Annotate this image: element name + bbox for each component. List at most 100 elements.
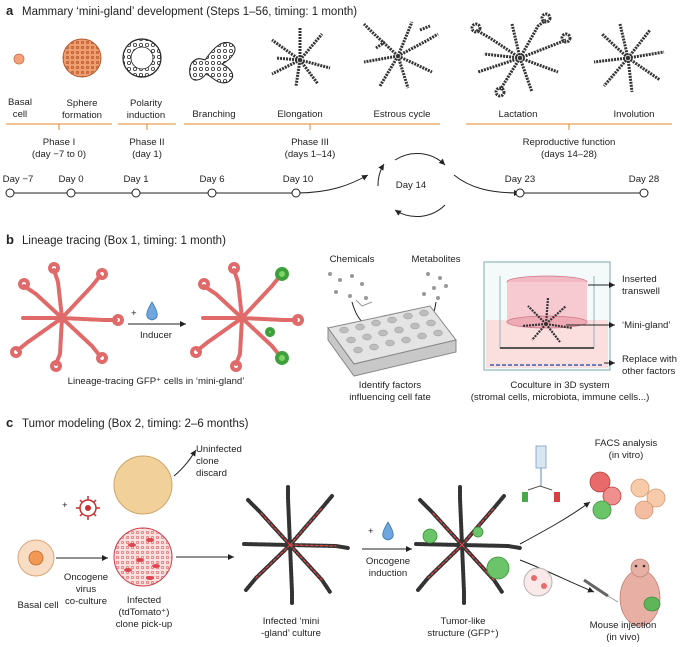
infected-clone-image (113, 527, 173, 587)
involution-image (593, 23, 665, 93)
uninfected-clone-image (113, 455, 173, 515)
phase-label: Phase I (43, 137, 76, 148)
day-label: Day 10 (283, 174, 313, 185)
syringe-icon (583, 578, 619, 603)
phase-label: (day 1) (132, 149, 162, 160)
caption-identify: influencing cell fate (349, 392, 431, 403)
phase-label: Reproductive function (523, 137, 616, 148)
oncogene-virus-label: Oncogene (64, 572, 108, 583)
basal-cell-image (13, 53, 25, 65)
caption-identify: Identify factors (359, 380, 422, 391)
phase-label: (day −7 to 0) (32, 149, 86, 160)
oncogene-induction-label: Oncogene (366, 556, 410, 567)
inserted-label: transwell (622, 286, 660, 297)
panel-a-letter: a (6, 3, 14, 18)
inserted-label: Inserted (622, 274, 657, 285)
stage-label: Lactation (499, 109, 538, 120)
day-label: Day 28 (629, 174, 659, 185)
plus-sign: + (368, 526, 374, 537)
infected-label: Infected (127, 595, 161, 606)
arrow (519, 501, 591, 545)
day-label: Day 1 (123, 174, 148, 185)
polarity-image (122, 38, 162, 78)
well-plate-image (327, 305, 457, 377)
phase-brackets (6, 123, 672, 130)
panel-c-title: Tumor modeling (Box 2, timing: 2–6 month… (22, 418, 249, 430)
mini-gland-label: ‘Mini-gland’ (622, 320, 671, 331)
stage-label: Involution (613, 109, 654, 120)
mouse-label: (in vivo) (606, 632, 640, 643)
stage-label: formation (62, 110, 102, 121)
branching-image (189, 42, 236, 84)
stage-label: Polarity (130, 98, 162, 109)
timeline (10, 152, 644, 218)
arrow (519, 559, 595, 593)
phase-label: Phase III (291, 137, 329, 148)
chemicals-icon (328, 272, 373, 307)
mouse-label: Mouse injection (590, 620, 657, 631)
caption-coculture: (stromal cells, microbiota, immune cells… (471, 392, 650, 403)
oncogene-virus-label: co-culture (65, 596, 107, 607)
sorted-cells-image (589, 471, 666, 520)
oncogene-induction-label: induction (369, 568, 407, 579)
stage-label: Sphere (67, 98, 98, 109)
mini-gland-image-gfp (190, 262, 304, 372)
cell-dish-icon (523, 567, 553, 597)
water-drop-icon (146, 301, 158, 321)
oncogene-virus-label: virus (76, 584, 96, 595)
culture-label: Infected ‘mini (263, 616, 320, 627)
caption-lineage: Lineage-tracing GFP⁺ cells in ‘mini-glan… (68, 376, 245, 387)
plus-sign: + (62, 500, 68, 511)
mini-gland-image-left (10, 262, 124, 372)
facs-label: FACS analysis (595, 438, 658, 449)
sphere-image (62, 38, 102, 78)
replace-label: Replace with (622, 354, 677, 365)
metabolites-icon (422, 272, 448, 300)
panel-b-title: Lineage tracing (Box 1, timing: 1 month) (22, 235, 226, 247)
timeline-nodes (5, 188, 649, 198)
facs-instrument-icon (522, 445, 560, 502)
facs-label: (in vitro) (609, 450, 644, 461)
chemicals-label: Chemicals (330, 254, 375, 265)
panel-a-title: Mammary ‘mini-gland’ development (Steps … (22, 6, 357, 18)
estrous-image (362, 21, 439, 89)
day-label: Day −7 (3, 174, 34, 185)
infected-label: clone pick-up (116, 619, 173, 630)
caption-coculture: Coculture in 3D system (510, 380, 609, 391)
culture-label: -gland’ culture (261, 628, 321, 639)
arrow (173, 449, 197, 477)
tumor-structure-image (414, 484, 522, 606)
stage-label: Elongation (277, 109, 322, 120)
uninfected-label: discard (196, 468, 227, 479)
phase-label: (days 1–14) (285, 149, 336, 160)
tumor-label: structure (GFP⁺) (427, 628, 498, 639)
infected-label: (tdTomato⁺) (119, 607, 170, 618)
uninfected-label: clone (196, 456, 219, 467)
inducer-label: Inducer (140, 330, 173, 341)
stage-label: Estrous cycle (373, 109, 430, 120)
day-label: Day 14 (396, 180, 427, 191)
replace-label: other factors (622, 366, 676, 377)
stage-label: Basal (8, 97, 32, 108)
stage-label: cell (13, 109, 27, 120)
basal-cell-image (17, 539, 55, 577)
lactation-image (470, 12, 572, 98)
day-label: Day 0 (58, 174, 83, 185)
panel-c-letter: c (6, 415, 13, 430)
tumor-label: Tumor-like (441, 616, 486, 627)
uninfected-label: Uninfected (196, 444, 242, 455)
transwell-image (483, 261, 611, 371)
phase-label: (days 14–28) (541, 149, 597, 160)
metabolites-label: Metabolites (411, 254, 460, 265)
stage-label: induction (127, 110, 165, 121)
day-label: Day 6 (199, 174, 224, 185)
elongation-image (271, 28, 331, 87)
panel-b-letter: b (6, 232, 14, 247)
basal-cell-label: Basal cell (17, 600, 58, 611)
water-drop-icon (382, 521, 394, 541)
transwell-arrows (566, 282, 615, 366)
mouse-image (619, 558, 661, 627)
infected-mini-gland-image (242, 484, 350, 606)
phase-label: Phase II (129, 137, 164, 148)
